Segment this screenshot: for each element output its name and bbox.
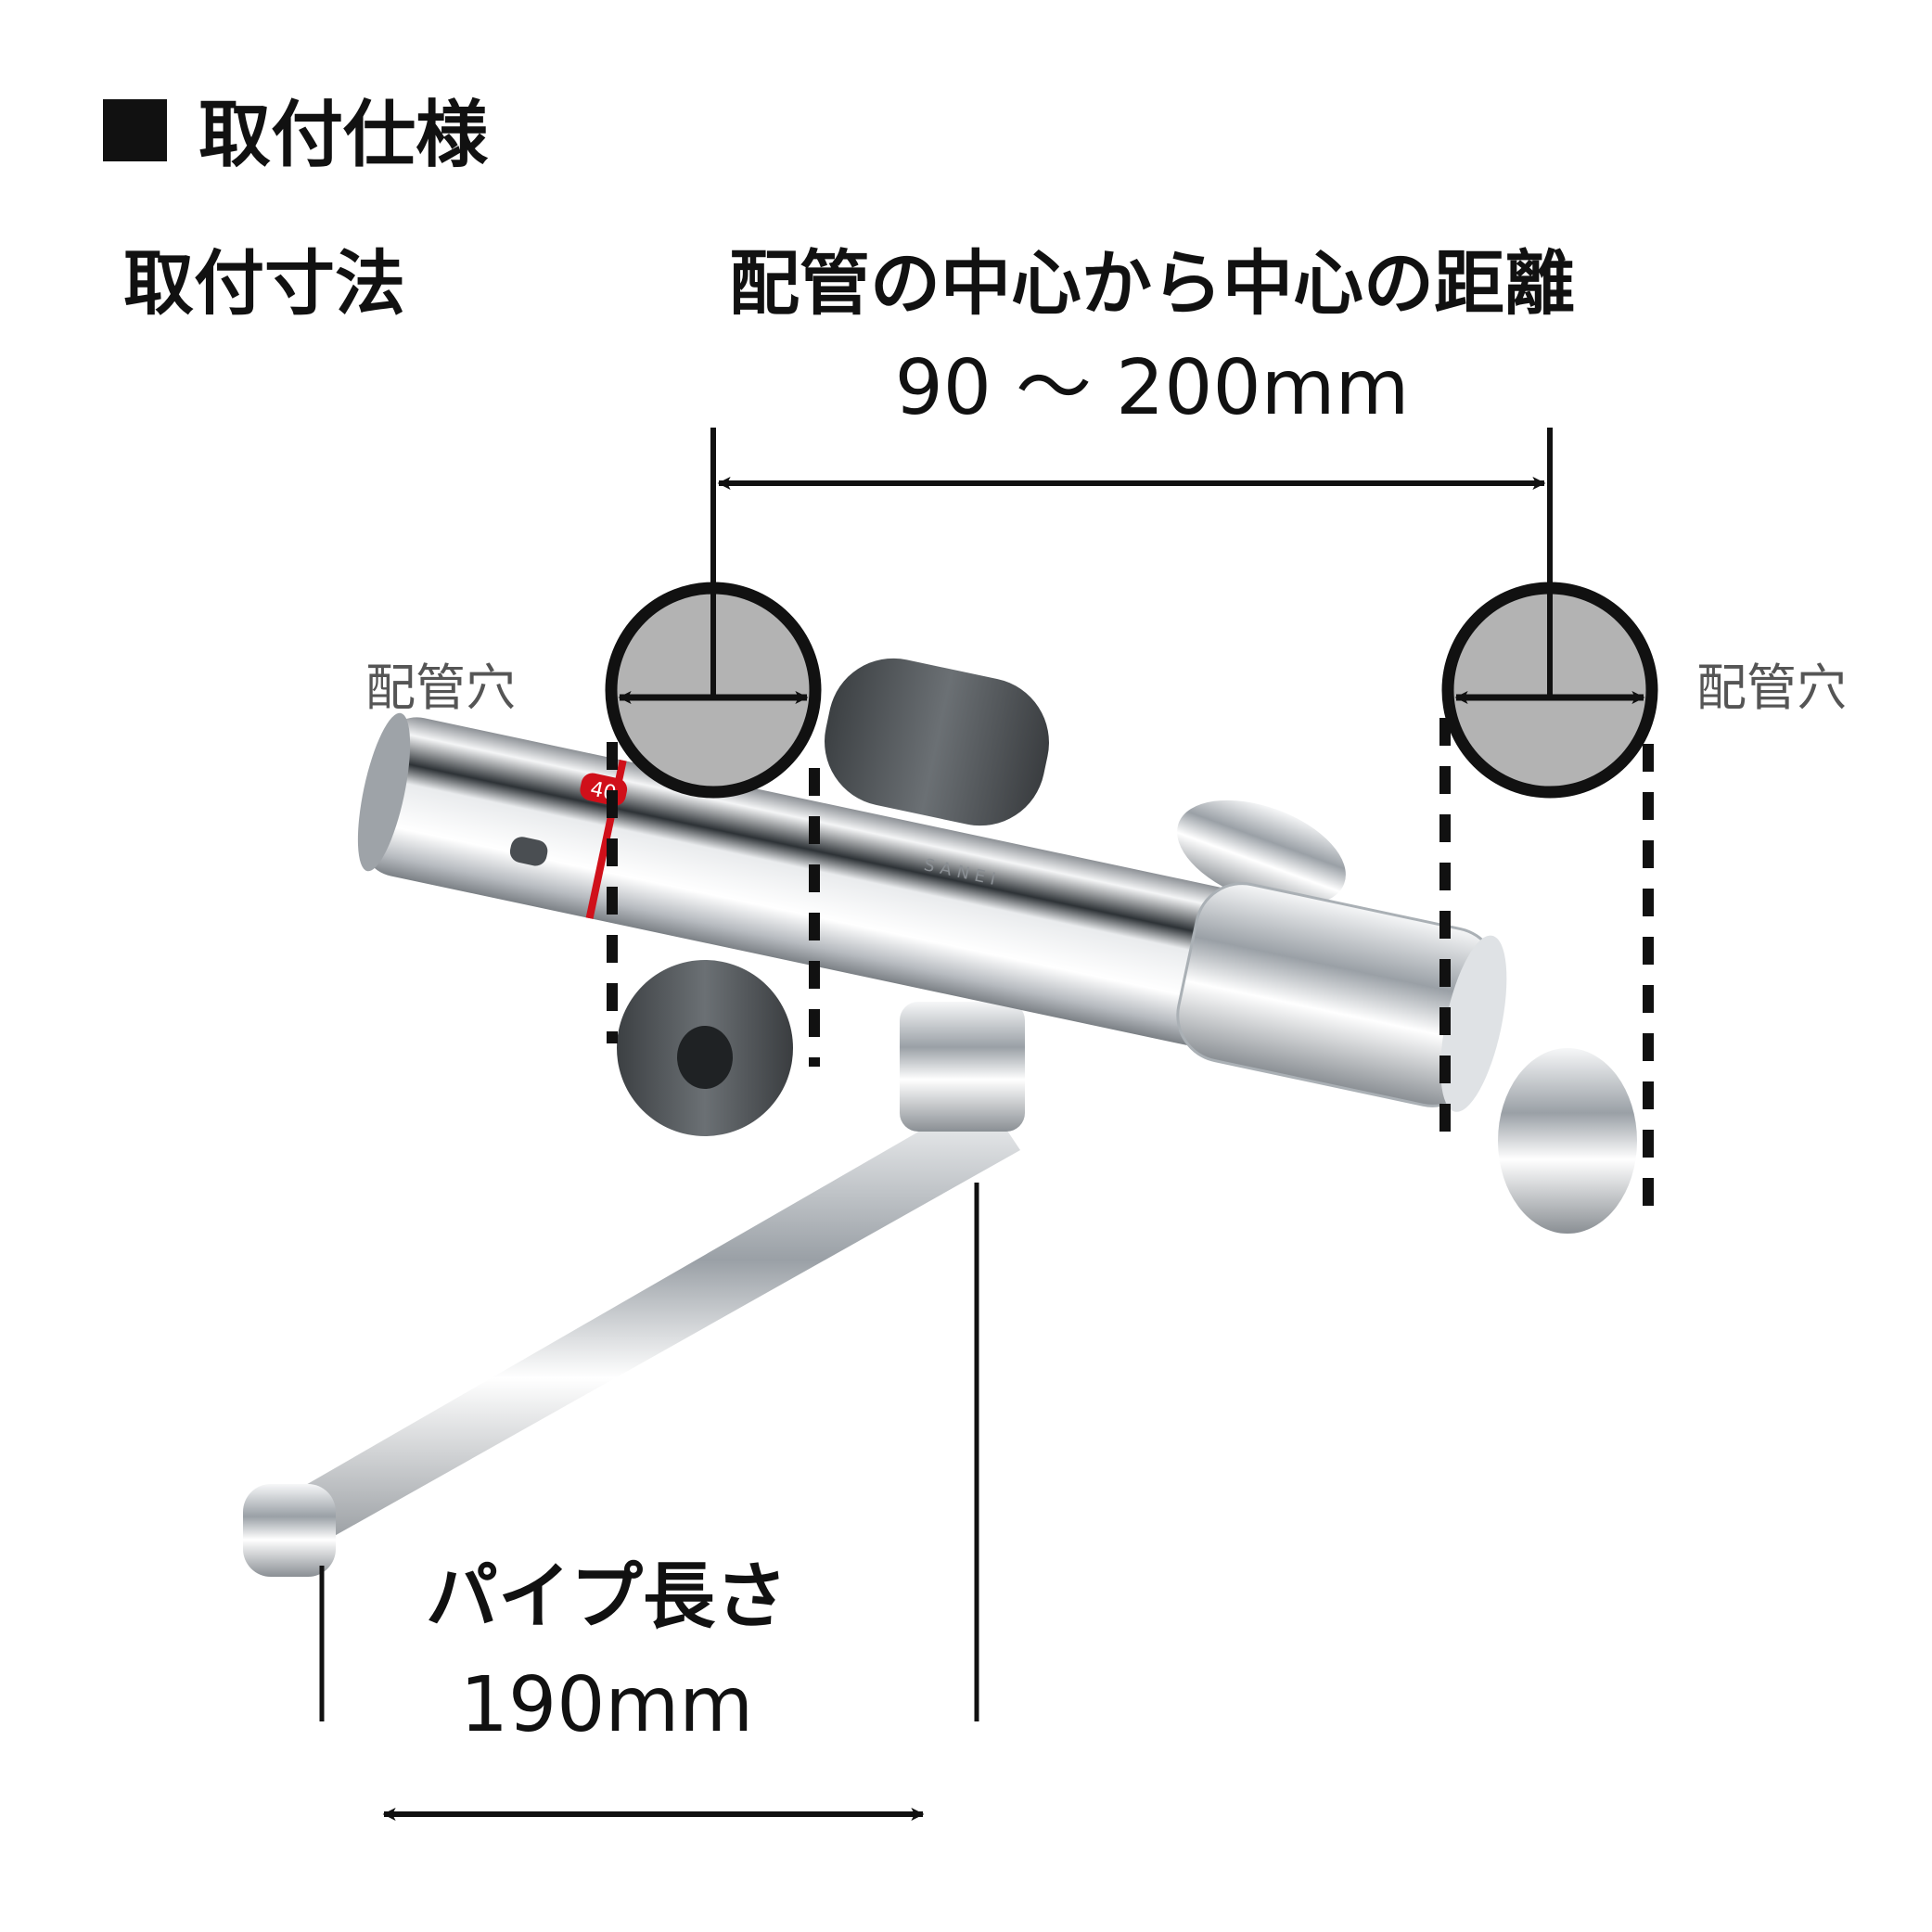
wall-elbow-top xyxy=(1177,800,1346,907)
wall-flange-right xyxy=(1498,1048,1637,1234)
wall-mount-left-hole xyxy=(677,1026,733,1089)
title-square-icon xyxy=(103,99,167,161)
faucet-illustration: 40 SANEI xyxy=(243,658,1637,1577)
pipe-distance-label: 配管の中心から中心の距離 xyxy=(729,242,1575,325)
handle-end-cap xyxy=(1440,935,1507,1112)
pipe-distance-value: 90 ～ 200mm xyxy=(895,344,1410,432)
body-left-cap xyxy=(357,712,411,872)
spout-length-label: パイプ長さ xyxy=(426,1555,787,1639)
spout-tip xyxy=(243,1484,336,1577)
spout-swivel xyxy=(900,1002,1025,1132)
wall-mount-back xyxy=(825,658,1049,826)
right-pipe-hole-label: 配管穴 xyxy=(1696,659,1847,717)
page-title: 取付仕様 xyxy=(198,94,489,177)
stop-button xyxy=(509,837,548,866)
spout-pipe xyxy=(243,1094,1020,1567)
left-pipe-hole-label: 配管穴 xyxy=(365,659,516,717)
section-label: 取付寸法 xyxy=(123,242,405,325)
spout-length-value: 190mm xyxy=(460,1661,753,1749)
